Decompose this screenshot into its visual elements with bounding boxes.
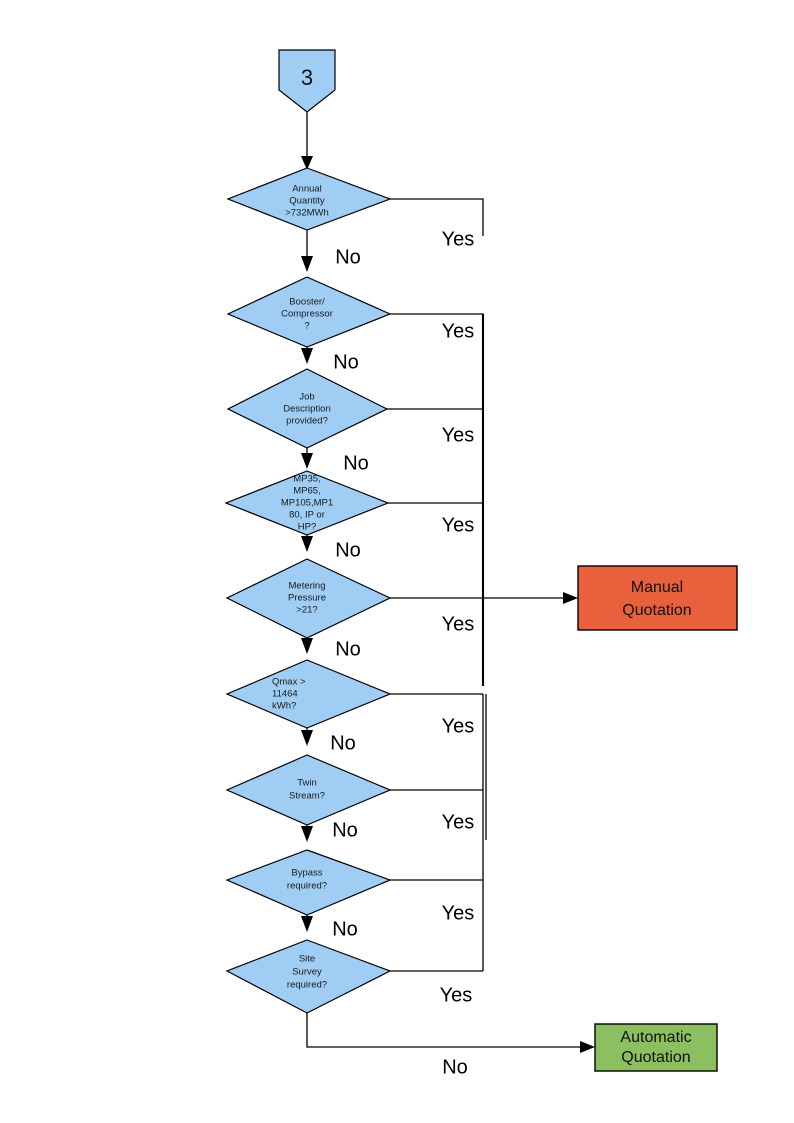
- decision-label-line-1: Booster/: [289, 297, 325, 308]
- decision-twin-stream[interactable]: Twin Stream?: [225, 754, 392, 826]
- decision-label-line-3: provided?: [286, 416, 328, 427]
- edge-bypass-yes: [390, 879, 484, 971]
- decision-label-line-1: Qmax >: [272, 677, 306, 688]
- decision-annual-quantity[interactable]: Annual Quantity >732MWh: [226, 167, 392, 231]
- branch-label-yes-bypass: Yes: [442, 902, 475, 924]
- edge-booster-compressor-yes: [390, 313, 485, 406]
- branch-label-yes-twin-stream: Yes: [442, 811, 475, 833]
- branch-label-yes-site-survey: Yes: [440, 984, 473, 1006]
- decision-meter-type[interactable]: MP35, MP65, MP105,MP1 80, IP or HP?: [224, 470, 390, 536]
- connector-pentagon-shape: [278, 49, 336, 113]
- decision-label-line-1: Bypass: [291, 868, 322, 879]
- connector-label: 3: [301, 65, 313, 90]
- manual-quotation-line-1: Manual: [631, 579, 683, 596]
- edge-booster-compressor-no: [301, 347, 313, 364]
- edge-metering-pressure-no: [301, 638, 313, 654]
- edge-qmax-no: [301, 728, 313, 746]
- decision-job-description[interactable]: Job Description provided?: [226, 368, 389, 449]
- branch-label-no-bypass: No: [332, 918, 358, 940]
- terminal-manual-quotation[interactable]: Manual Quotation: [577, 565, 738, 631]
- decision-label-line-1: MP35,: [293, 474, 320, 485]
- decision-bypass[interactable]: Bypass required?: [225, 849, 392, 916]
- decision-booster-compressor[interactable]: Booster/ Compressor ?: [226, 276, 392, 348]
- decision-label-line-3: >732MWh: [285, 208, 329, 219]
- branch-label-no-metering-pressure: No: [335, 638, 361, 660]
- edge-twin-stream-yes: [390, 789, 484, 880]
- branch-label-no-booster-compressor: No: [333, 351, 359, 373]
- branch-label-yes-annual-quantity: Yes: [442, 228, 475, 250]
- edge-site-survey-no-to-automatic: [306, 1013, 595, 1053]
- decision-label-line-1: Annual: [292, 184, 322, 195]
- terminal-automatic-quotation[interactable]: Automatic Quotation: [594, 1023, 718, 1072]
- branch-label-no-twin-stream: No: [332, 819, 358, 841]
- decision-label-line-3: kWh?: [272, 701, 296, 712]
- decision-site-survey[interactable]: Site Survey required?: [225, 939, 392, 1014]
- edge-job-description-no: [301, 448, 313, 469]
- decision-label-line-2: Compressor: [281, 309, 333, 320]
- decision-label-line-2: MP65,: [293, 486, 320, 497]
- edge-connector-to-annual-quantity: [301, 112, 313, 170]
- decision-label-line-1: Job: [299, 392, 314, 403]
- edge-meter-type-yes: [388, 500, 485, 598]
- automatic-quotation-line-1: Automatic: [620, 1029, 691, 1046]
- decision-label-line-2: Survey: [292, 967, 322, 978]
- decision-label-line-3: >21?: [296, 605, 317, 616]
- edge-qmax-yes: [390, 693, 487, 840]
- edge-meter-type-no: [301, 535, 313, 552]
- decision-label-line-3: MP105,MP1: [281, 498, 333, 509]
- decision-label-line-3: required?: [287, 980, 327, 991]
- decision-label-line-3: ?: [304, 321, 309, 332]
- automatic-quotation-box: [594, 1023, 718, 1072]
- automatic-quotation-line-2: Quotation: [621, 1049, 690, 1066]
- branch-label-yes-job-description: Yes: [442, 424, 475, 446]
- branch-label-yes-meter-type: Yes: [442, 514, 475, 536]
- branch-label-no-annual-quantity: No: [335, 246, 361, 268]
- edge-annual-quantity-no: [301, 230, 313, 272]
- edge-trunk-to-manual-quotation: [483, 592, 578, 604]
- decision-label-line-4: 80, IP or: [289, 510, 325, 521]
- branch-label-no-qmax: No: [330, 732, 356, 754]
- decision-diamond-shape: [225, 659, 392, 729]
- decision-label-line-2: Pressure: [288, 593, 326, 604]
- branch-label-yes-metering-pressure: Yes: [442, 613, 475, 635]
- decision-label-line-2: required?: [287, 881, 327, 892]
- decision-qmax[interactable]: Qmax > 11464 kWh?: [225, 659, 392, 729]
- edge-twin-stream-no: [301, 825, 313, 842]
- branch-label-no-final: No: [442, 1056, 468, 1078]
- branch-label-yes-qmax: Yes: [442, 715, 475, 737]
- manual-quotation-box: [577, 565, 738, 631]
- manual-quotation-line-2: Quotation: [622, 602, 691, 619]
- edge-annual-quantity-yes: [390, 198, 484, 236]
- decision-label-line-2: Description: [283, 404, 331, 415]
- decision-label-line-5: HP?: [298, 522, 316, 533]
- branch-label-yes-booster-compressor: Yes: [442, 320, 475, 342]
- decision-metering-pressure[interactable]: Metering Pressure >21?: [225, 558, 392, 639]
- edge-bypass-no: [301, 915, 313, 932]
- decision-label-line-2: Stream?: [289, 791, 325, 802]
- decision-label-line-1: Site: [299, 954, 315, 965]
- branch-label-no-job-description: No: [343, 452, 369, 474]
- branch-label-no-meter-type: No: [335, 539, 361, 561]
- edge-job-description-yes: [387, 406, 485, 500]
- decision-label-line-2: 11464: [272, 689, 298, 700]
- decision-label-line-1: Twin: [297, 778, 317, 789]
- edge-metering-pressure-yes: [390, 597, 485, 686]
- off-page-connector-3[interactable]: 3: [278, 49, 336, 113]
- decision-label-line-1: Metering: [289, 581, 326, 592]
- decision-label-line-2: Quantity: [289, 196, 325, 207]
